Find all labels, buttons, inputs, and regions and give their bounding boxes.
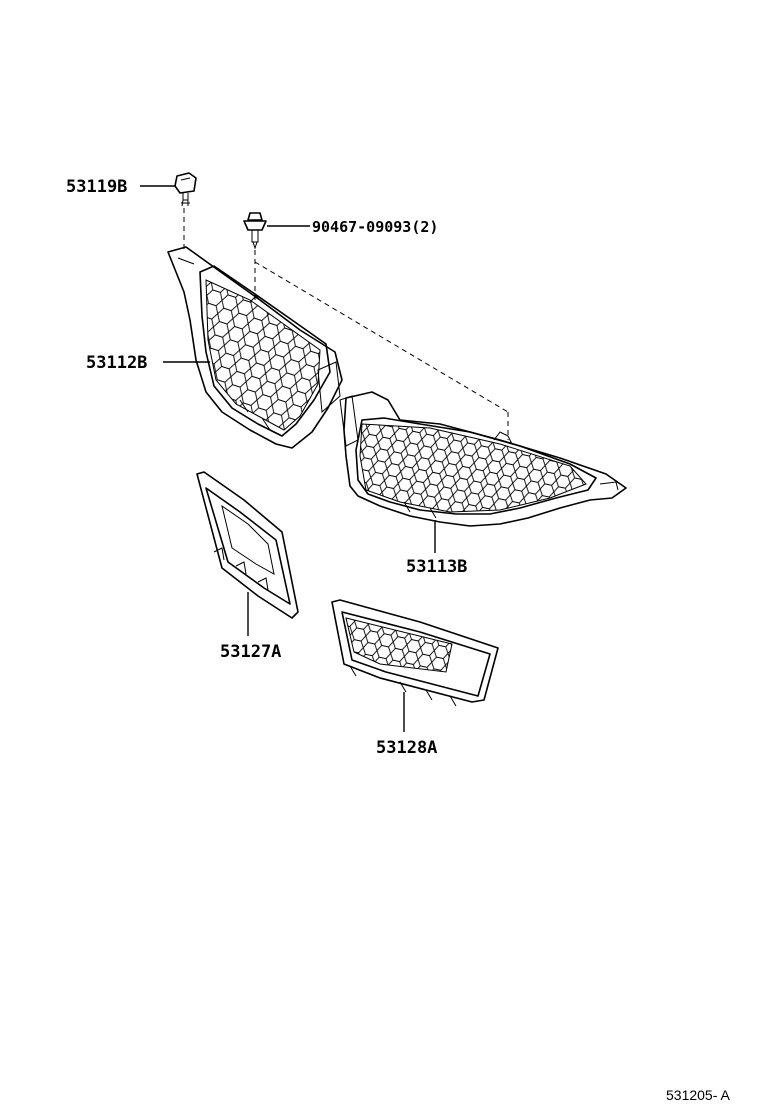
label-53119b: 53119B — [66, 177, 127, 197]
label-90467-09093: 90467-09093(2) — [312, 218, 438, 236]
label-53127a: 53127A — [220, 642, 281, 662]
label-53113b: 53113B — [406, 557, 467, 577]
label-53128a: 53128A — [376, 738, 437, 758]
insert-53128a-part — [331, 599, 499, 707]
grille-right-53113b-part — [339, 391, 627, 527]
grille-left-53112b-part — [167, 246, 343, 449]
screw-90467-part — [243, 212, 267, 250]
clip-53119b-part — [174, 172, 197, 207]
screw-dashed-guide-2 — [254, 261, 509, 413]
diagram-reference-code: 531205- A — [666, 1087, 730, 1103]
panel-53127a-part — [196, 471, 299, 619]
label-53112b: 53112B — [86, 353, 147, 373]
